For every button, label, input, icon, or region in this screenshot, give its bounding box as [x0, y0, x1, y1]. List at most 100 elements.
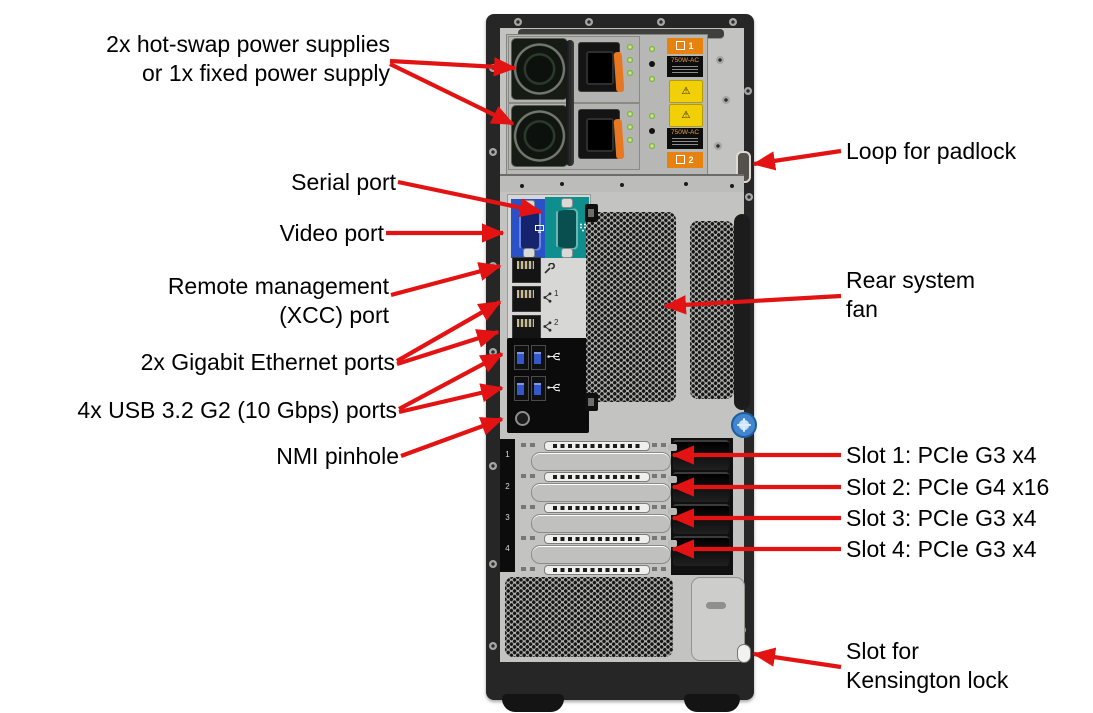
callout-line-eth1 — [395, 300, 502, 363]
psu-bay2-number: 2 — [688, 155, 694, 165]
vent-strip — [544, 472, 650, 482]
psu1-ac-inlet — [578, 42, 620, 92]
screw — [489, 560, 497, 568]
pcie-latch-block — [668, 438, 733, 575]
vent-strip — [544, 534, 650, 544]
kensington-slot — [737, 644, 751, 663]
connector-post — [523, 200, 535, 210]
label-usb-ports: 4x USB 3.2 G2 (10 Gbps) ports — [77, 397, 397, 423]
video-port — [511, 199, 545, 258]
psu-bay1-tag: 1 — [667, 38, 703, 54]
callout-line-kensington — [752, 647, 842, 670]
label-padlock-loop: Loop for padlock — [846, 138, 1017, 164]
pcie-latch — [668, 536, 729, 566]
label-slot-1: Slot 1: PCIe G3 x4 — [846, 442, 1037, 468]
pcie-latch — [668, 504, 729, 534]
fine-print — [672, 66, 698, 74]
vent-dash — [652, 536, 666, 540]
psu1-rating-label: 750W-AC — [667, 56, 703, 77]
vent-strip — [544, 565, 650, 575]
psu1-led — [627, 57, 633, 63]
label-slot-2: Slot 2: PCIe G4 x16 — [846, 474, 1050, 500]
callout-line-eth2 — [396, 329, 500, 367]
warning-label-icon: ⚠ — [669, 104, 703, 127]
psu-bay2-tag: 2 — [667, 152, 703, 168]
vent-dash — [521, 505, 535, 509]
connector-post — [561, 248, 573, 258]
serial-port-icon — [580, 223, 586, 232]
screw — [489, 64, 497, 72]
psu2-ac-inlet — [578, 109, 620, 159]
latch-nub — [668, 540, 677, 547]
emi-clip — [585, 393, 598, 411]
callout-line-xcc — [390, 262, 502, 298]
blue-thumbscrew — [731, 412, 757, 438]
label-xcc-port: Remote management (XCC) port — [167, 273, 389, 328]
pcie-slot-4-cover — [531, 545, 671, 564]
ethernet-share-icon — [543, 321, 552, 332]
screw — [489, 462, 497, 470]
psu2-led — [627, 124, 633, 130]
rivet — [620, 183, 624, 187]
pcie-slot-2-cover — [531, 483, 671, 502]
screw — [714, 142, 722, 150]
status-led — [649, 113, 655, 119]
label-slot-3: Slot 3: PCIe G3 x4 — [846, 505, 1037, 531]
rear-fan-grille — [586, 212, 676, 402]
connector-post — [561, 198, 573, 208]
psu1-led — [627, 44, 633, 50]
usb-ss10-icon — [547, 352, 560, 361]
screw — [514, 18, 522, 26]
psu1-rating-text: 750W-AC — [670, 57, 700, 64]
usb-ss10-icon — [547, 383, 560, 392]
usb-port — [514, 376, 529, 401]
slot-number-1: 1 — [505, 450, 510, 459]
rj45-pins — [517, 290, 534, 298]
warning-label-icon: ⚠ — [669, 80, 703, 103]
latch-nub — [668, 444, 677, 451]
pcie-slot-number-strip: 1 2 3 4 — [500, 439, 515, 572]
label-kensington-lock: Slot for Kensington lock — [846, 638, 1009, 693]
screw — [585, 18, 593, 26]
screw — [657, 18, 665, 26]
ethernet-port-2-label: 2 — [554, 318, 559, 327]
xcc-management-port — [512, 257, 541, 283]
psu2-led — [627, 111, 633, 117]
serial-connector — [556, 208, 578, 250]
slot-number-3: 3 — [505, 513, 510, 522]
vent-dash — [652, 474, 666, 478]
psu1-fan — [511, 38, 568, 100]
label-nmi-pinhole: NMI pinhole — [276, 443, 399, 469]
vent-dash — [521, 443, 535, 447]
label-slot-4: Slot 4: PCIe G3 x4 — [846, 536, 1037, 562]
psu-tag-icon — [676, 41, 686, 50]
usb-port — [531, 345, 546, 370]
screw — [722, 96, 730, 104]
chassis-foot — [684, 694, 740, 712]
label-video-port: Video port — [279, 220, 384, 246]
vent-dash — [521, 567, 535, 571]
psu2-rating-text: 750W-AC — [670, 129, 700, 136]
door-handle — [706, 602, 726, 609]
psu-bay1-number: 1 — [688, 41, 694, 51]
status-led — [649, 46, 655, 52]
psu-tag-icon — [676, 155, 686, 164]
rivet — [520, 184, 524, 188]
ethernet-port-2 — [512, 315, 541, 341]
vent-dash — [652, 443, 666, 447]
warning-glyph: ⚠ — [681, 110, 691, 121]
psu2-rating-label: 750W-AC — [667, 128, 703, 149]
latch-nub — [668, 476, 677, 483]
screw — [744, 87, 752, 95]
label-serial-port: Serial port — [291, 169, 396, 195]
usb-port — [514, 345, 529, 370]
latch-nub — [668, 508, 677, 515]
rj45-pins — [517, 319, 534, 327]
label-rear-system-fan: Rear system fan — [846, 267, 976, 322]
rivet — [730, 184, 734, 188]
warning-glyph: ⚠ — [681, 86, 691, 97]
screw — [729, 18, 737, 26]
label-ethernet-ports: 2x Gigabit Ethernet ports — [140, 349, 395, 375]
status-led — [649, 143, 655, 149]
